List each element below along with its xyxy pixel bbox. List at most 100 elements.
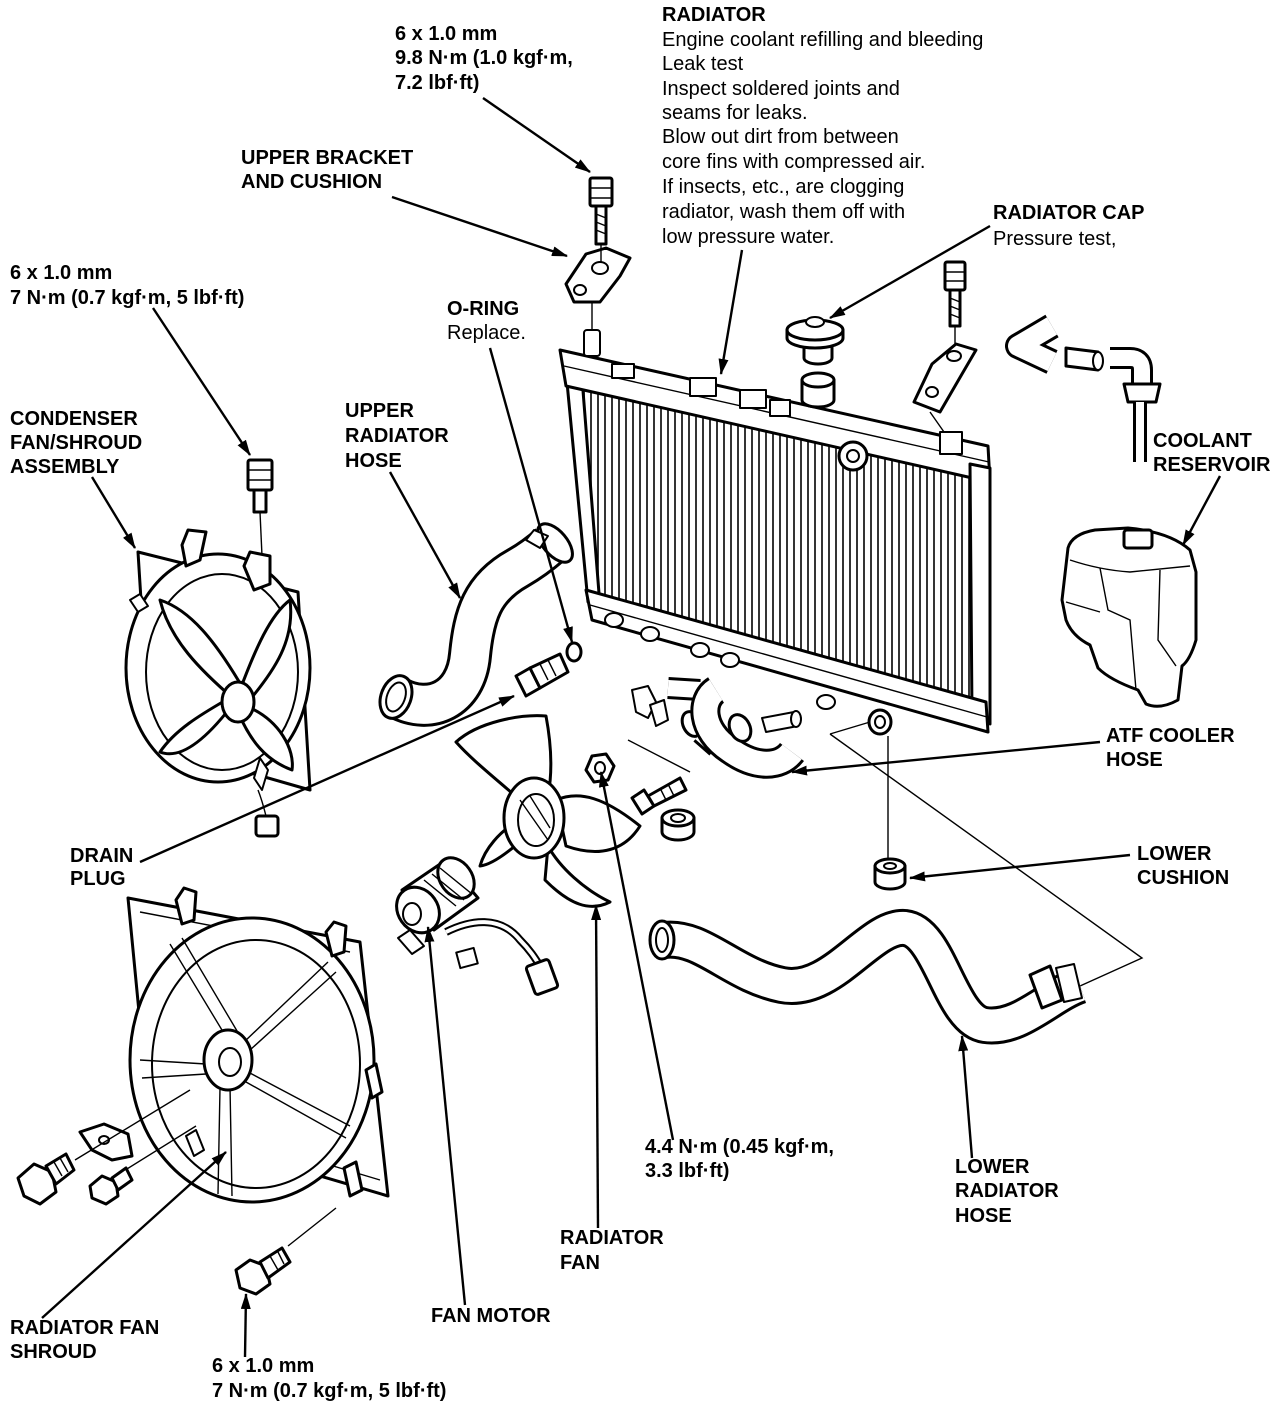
- leader-top-bolt: [482, 97, 591, 173]
- label-note: Blow out dirt from between: [662, 126, 899, 148]
- leader-coolant-reservoir: [1181, 475, 1222, 546]
- label-text: RADIATOR FAN: [10, 1317, 159, 1339]
- fan-nut: [584, 752, 616, 784]
- label-text: 6 x 1.0 mm: [10, 262, 112, 284]
- upper-bracket: [564, 244, 632, 330]
- leader-bottom-bolt: [240, 1293, 251, 1358]
- label-radiator-fan: RADIATOR FAN: [560, 1227, 664, 1274]
- radiator-mount-cushion: [829, 708, 1144, 987]
- label-text: RESERVOIR: [1153, 454, 1271, 476]
- upper-radiator-hose: [378, 522, 574, 727]
- label-text: PLUG: [70, 868, 126, 890]
- label-note: Pressure test,: [993, 228, 1116, 250]
- leader-fan-shroud: [41, 1151, 227, 1319]
- label-text: RADIATOR: [560, 1227, 664, 1249]
- label-text: LOWER: [955, 1156, 1030, 1178]
- label-text: HOSE: [955, 1205, 1012, 1227]
- label-lower-cushion: LOWER CUSHION: [1137, 843, 1229, 889]
- label-note: Leak test: [662, 53, 744, 75]
- label-text: FAN: [560, 1252, 600, 1274]
- right-upper-bracket: [912, 260, 978, 433]
- label-note: seams for leaks.: [662, 102, 808, 124]
- label-note: Engine coolant refilling and bleeding: [662, 29, 983, 51]
- label-text: DRAIN: [70, 845, 133, 867]
- leader-drain-plug: [139, 694, 515, 864]
- radiator-cap: [785, 316, 845, 366]
- filler-neck: [800, 371, 836, 409]
- lower-cushion: [873, 857, 907, 891]
- leader-radiator-fan: [591, 904, 602, 1229]
- label-coolant-reservoir: COOLANT RESERVOIR: [1153, 430, 1271, 476]
- label-title: RADIATOR CAP: [993, 202, 1144, 224]
- label-note: core fins with compressed air.: [662, 151, 925, 173]
- label-upper-bracket: UPPER BRACKET AND CUSHION: [241, 147, 413, 193]
- label-drain-plug: DRAIN PLUG: [70, 845, 133, 890]
- coolant-reservoir: [1060, 526, 1198, 708]
- upper-bracket-bolt: [588, 176, 614, 246]
- radiator-fan: [454, 714, 642, 908]
- label-fan-nut-torque: 4.4 N·m (0.45 kgf·m, 3.3 lbf·ft): [645, 1136, 834, 1182]
- leader-fan-motor: [424, 926, 467, 1306]
- leader-o-ring: [488, 347, 574, 643]
- label-top-bolt-torque: 6 x 1.0 mm 9.8 N·m (1.0 kgf·m, 7.2 lbf·f…: [395, 23, 573, 94]
- fan-motor-nut: [660, 808, 696, 842]
- leader-upper-hose: [388, 471, 462, 599]
- shroud-bolt-large: [16, 1152, 76, 1206]
- label-text: 6 x 1.0 mm: [212, 1355, 314, 1377]
- label-text: RADIATOR: [955, 1180, 1059, 1202]
- leader-fan-nut: [598, 771, 675, 1141]
- leader-lower-cushion: [909, 853, 1131, 882]
- label-text: FAN MOTOR: [431, 1305, 551, 1327]
- leader-lower-hose: [958, 1035, 974, 1159]
- label-text: SHROUD: [10, 1341, 97, 1363]
- label-text: CONDENSER: [10, 408, 138, 430]
- leader-radiator-cap: [829, 224, 991, 320]
- condenser-bolt: [246, 458, 274, 557]
- label-title: O-RING: [447, 298, 519, 320]
- condenser-fan-shroud-assembly: [124, 528, 312, 838]
- shroud-bolt-small: [88, 1166, 134, 1206]
- leader-radiator: [718, 249, 744, 375]
- label-note: Inspect soldered joints and: [662, 78, 900, 100]
- radiator: [558, 329, 992, 734]
- reservoir-hose: [1005, 314, 1162, 462]
- label-note: low pressure water.: [662, 226, 834, 248]
- o-ring: [565, 641, 583, 663]
- label-text: FAN/SHROUD: [10, 432, 142, 454]
- label-text: CUSHION: [1137, 867, 1229, 889]
- label-text: 9.8 N·m (1.0 kgf·m,: [395, 47, 573, 69]
- leader-lines: [41, 97, 1222, 1358]
- label-shroud-bolt-torque: 6 x 1.0 mm 7 N·m (0.7 kgf·m, 5 lbf·ft): [212, 1355, 446, 1402]
- radiator-fan-shroud: [126, 886, 390, 1204]
- label-text: ASSEMBLY: [10, 456, 120, 478]
- label-upper-radiator-hose: UPPER RADIATOR HOSE: [345, 400, 449, 472]
- label-radiator-fan-shroud: RADIATOR FAN SHROUD: [10, 1317, 159, 1363]
- label-text: LOWER: [1137, 843, 1212, 865]
- leader-upper-bracket: [391, 195, 568, 258]
- drain-plug: [514, 652, 570, 698]
- label-radiator: RADIATOR Engine coolant refilling and bl…: [662, 4, 983, 248]
- label-text: ATF COOLER: [1106, 725, 1235, 747]
- label-note: Replace.: [447, 322, 526, 344]
- label-fan-motor: FAN MOTOR: [431, 1305, 551, 1327]
- label-note: If insects, etc., are clogging: [662, 176, 904, 198]
- fan-motor: [395, 856, 560, 996]
- label-text: 7.2 lbf·ft): [395, 72, 479, 94]
- shroud-bolt-bottom: [234, 1207, 337, 1296]
- label-title: RADIATOR: [662, 4, 766, 26]
- leader-condenser-assembly: [90, 476, 137, 549]
- label-atf-cooler-hose: ATF COOLER HOSE: [1106, 725, 1235, 771]
- fan-bolt: [630, 776, 688, 816]
- label-text: HOSE: [1106, 749, 1163, 771]
- label-condenser-assembly: CONDENSER FAN/SHROUD ASSEMBLY: [10, 408, 142, 478]
- label-text: RADIATOR: [345, 425, 449, 447]
- label-text: 7 N·m (0.7 kgf·m, 5 lbf·ft): [10, 287, 244, 309]
- label-o-ring: O-RING Replace.: [447, 298, 526, 344]
- label-lower-radiator-hose: LOWER RADIATOR HOSE: [955, 1156, 1059, 1227]
- label-text: 3.3 lbf·ft): [645, 1160, 729, 1182]
- label-text: 4.4 N·m (0.45 kgf·m,: [645, 1136, 834, 1158]
- label-text: AND CUSHION: [241, 171, 382, 193]
- label-condenser-bolt-torque: 6 x 1.0 mm 7 N·m (0.7 kgf·m, 5 lbf·ft): [10, 262, 244, 309]
- label-note: radiator, wash them off with: [662, 201, 905, 223]
